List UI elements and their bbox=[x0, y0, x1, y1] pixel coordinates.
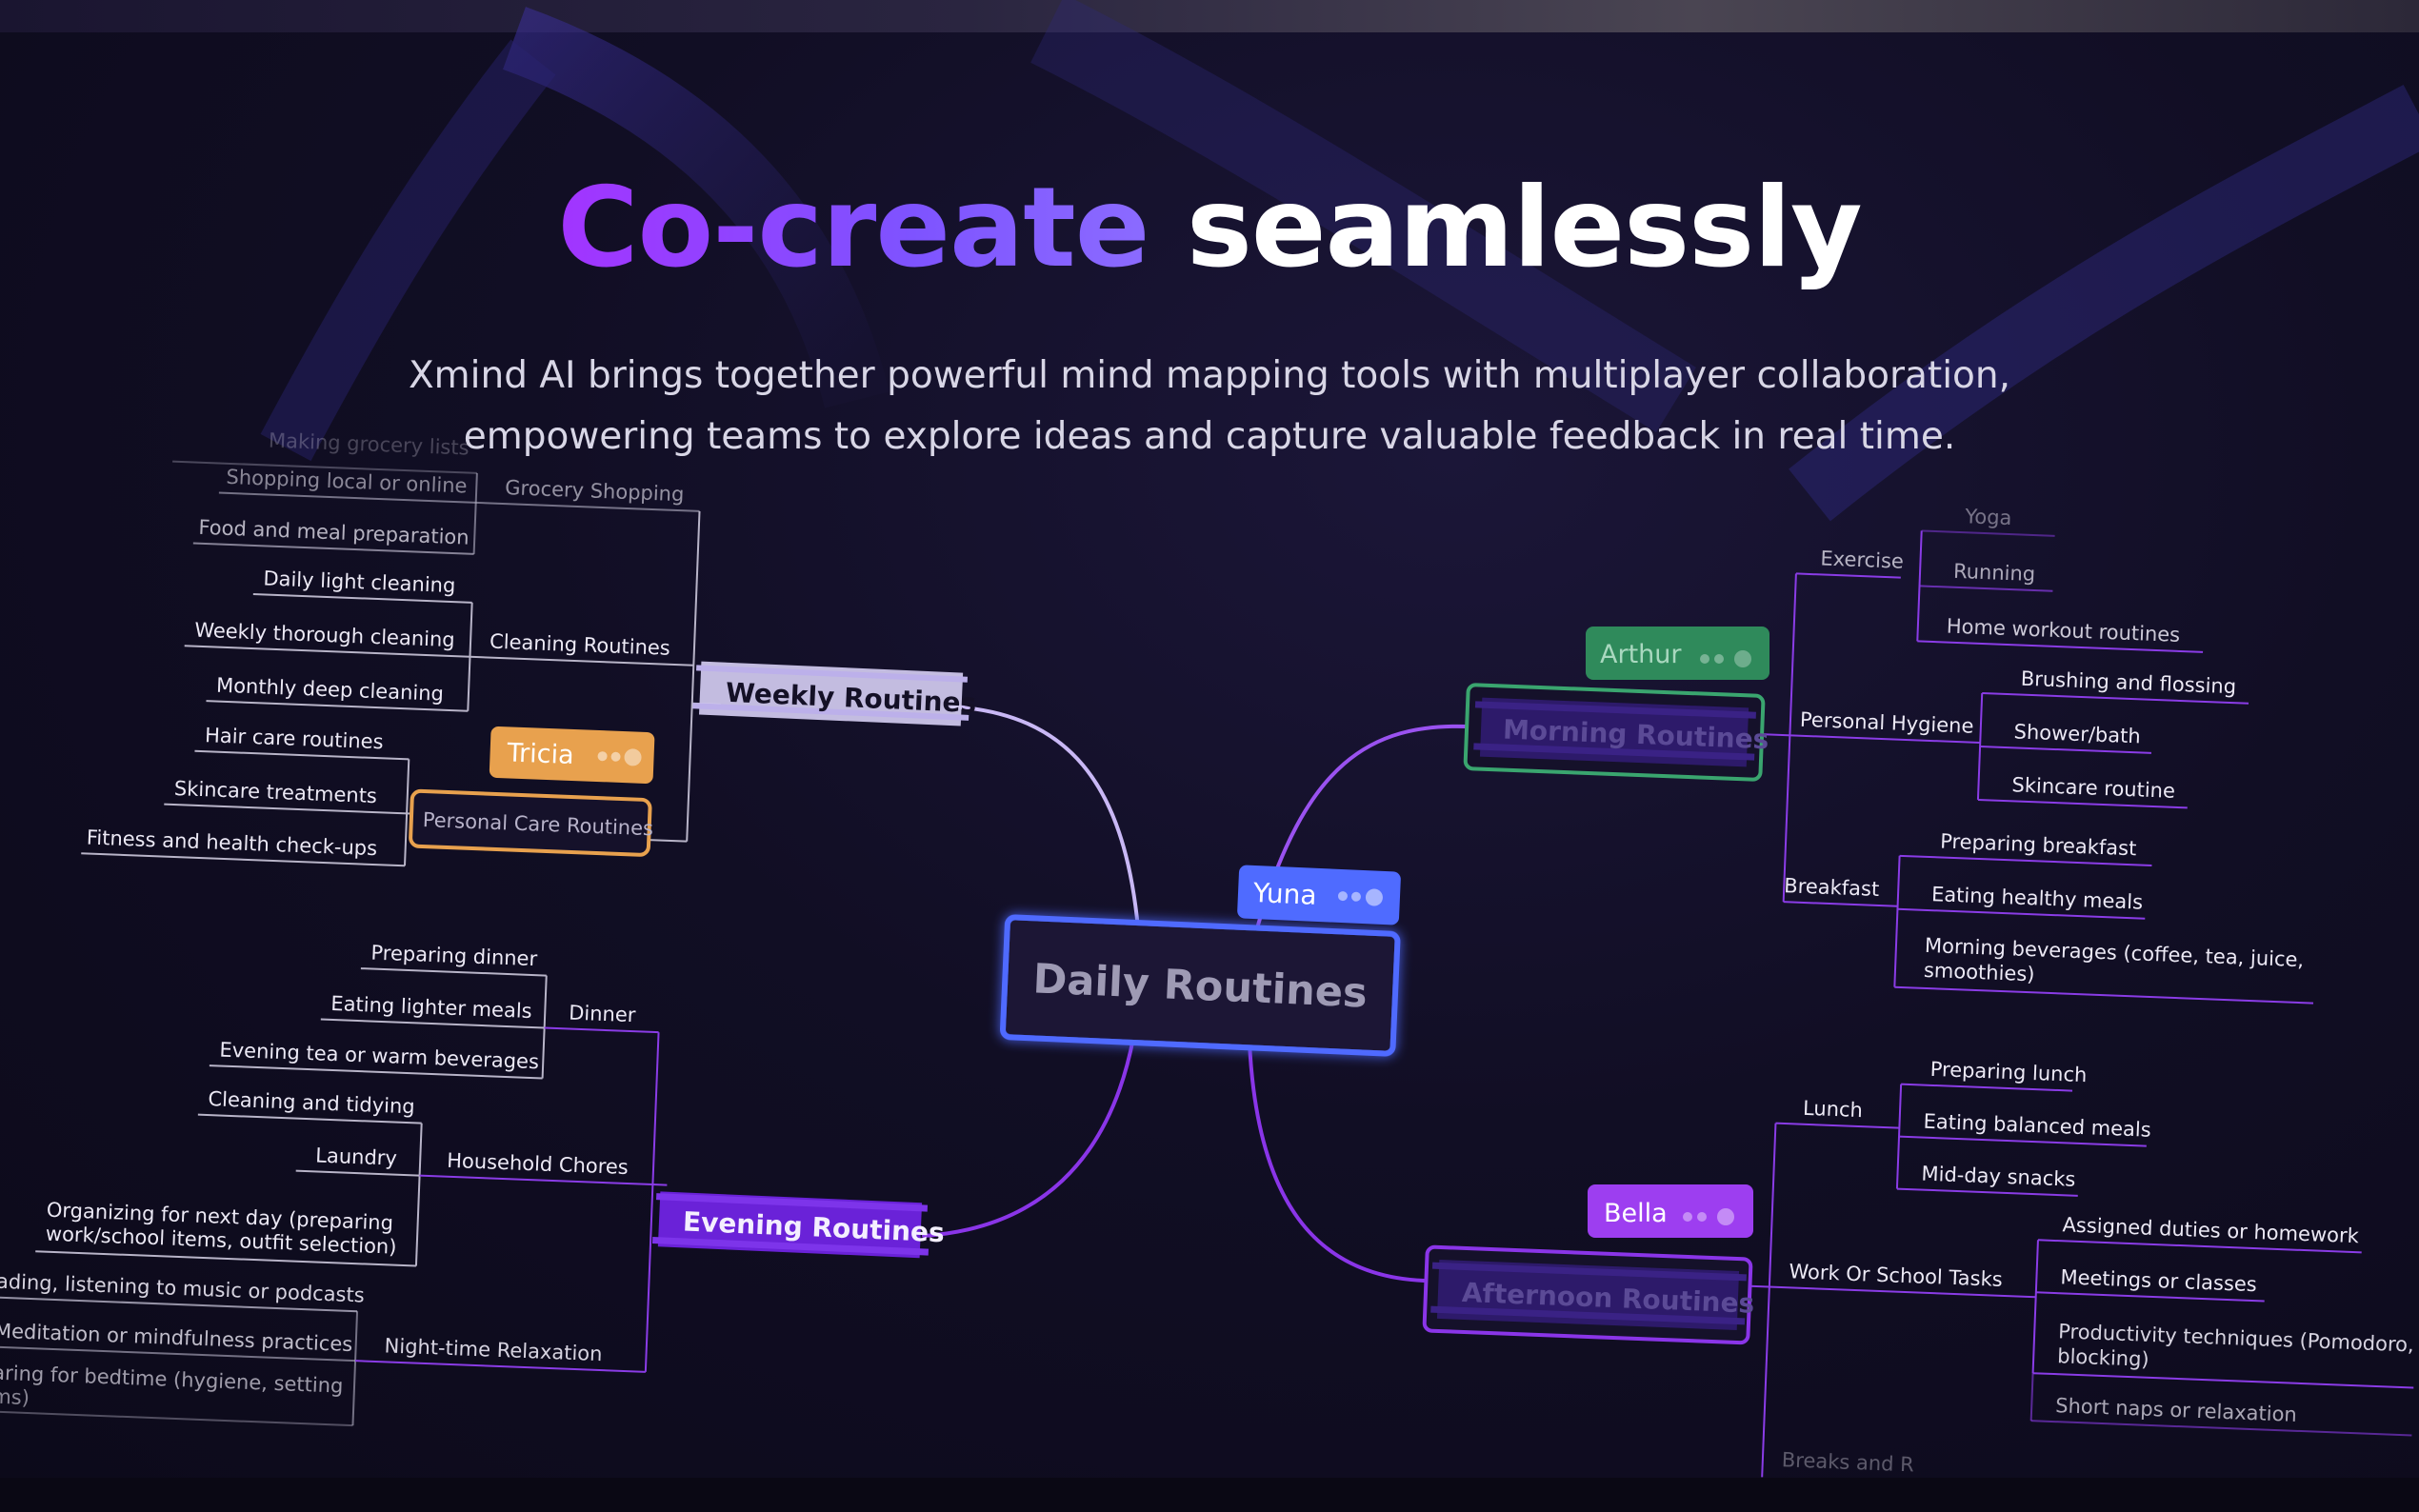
topic-running[interactable]: Running bbox=[1953, 560, 2036, 586]
yuna-dot-3 bbox=[1365, 888, 1383, 906]
personal-care-node-border[interactable] bbox=[409, 788, 652, 857]
hero-title-rest: seamlessly bbox=[1186, 164, 1863, 292]
collaborator-tag-yuna: Yuna bbox=[1237, 865, 1401, 925]
topic-balanced-meals[interactable]: Eating balanced meals bbox=[1923, 1110, 2151, 1142]
topic-healthy-meals[interactable]: Eating healthy meals bbox=[1931, 883, 2144, 914]
arthur-dot-2 bbox=[1714, 654, 1724, 664]
evening-routines-node[interactable]: Evening Routines bbox=[651, 1191, 946, 1259]
collaborator-tag-tricia: Tricia bbox=[489, 726, 655, 784]
topic-breaks[interactable]: Breaks and R bbox=[1781, 1448, 1914, 1476]
topic-beverages-line2[interactable]: smoothies) bbox=[1924, 959, 2035, 985]
bella-dot-2 bbox=[1697, 1212, 1707, 1222]
topic-cleaning-tidying[interactable]: Cleaning and tidying bbox=[208, 1087, 415, 1118]
topic-productivity-line2[interactable]: blocking) bbox=[2057, 1344, 2149, 1371]
weekly-routines-node[interactable]: Weekly Routines bbox=[692, 661, 978, 726]
tricia-dot-1 bbox=[597, 751, 608, 762]
topic-shopping-local[interactable]: Shopping local or online bbox=[226, 466, 468, 498]
topic-grocery-shopping[interactable]: Grocery Shopping bbox=[505, 476, 685, 506]
collaborator-name-tricia: Tricia bbox=[506, 738, 574, 770]
topic-preparing-lunch[interactable]: Preparing lunch bbox=[1929, 1058, 2087, 1086]
morning-branch: Exercise Yoga Running Home workout routi… bbox=[1761, 505, 2314, 1005]
yuna-dot-1 bbox=[1337, 891, 1348, 902]
weekly-branch: Making grocery lists Shopping local or o… bbox=[81, 429, 721, 867]
topic-making-lists[interactable]: Making grocery lists bbox=[269, 429, 470, 460]
bottom-bar bbox=[0, 1478, 2419, 1512]
connector-weekly bbox=[950, 705, 1140, 930]
morning-lines bbox=[1761, 529, 2314, 1005]
topic-brushing[interactable]: Brushing and flossing bbox=[2020, 667, 2236, 699]
collaborator-name-yuna: Yuna bbox=[1251, 877, 1317, 911]
topic-weekly-cleaning[interactable]: Weekly thorough cleaning bbox=[194, 619, 455, 651]
topic-lunch[interactable]: Lunch bbox=[1803, 1097, 1864, 1122]
topic-skincare-treatments[interactable]: Skincare treatments bbox=[173, 777, 377, 807]
collaborator-tag-arthur: Arthur bbox=[1586, 627, 1769, 680]
topic-monthly-cleaning[interactable]: Monthly deep cleaning bbox=[216, 674, 445, 706]
topic-daily-cleaning[interactable]: Daily light cleaning bbox=[263, 567, 456, 597]
topic-short-naps[interactable]: Short naps or relaxation bbox=[2055, 1394, 2297, 1426]
topic-night-relaxation[interactable]: Night-time Relaxation bbox=[384, 1334, 603, 1365]
arthur-dot-1 bbox=[1700, 654, 1709, 664]
afternoon-routines-node[interactable]: Afternoon Routines bbox=[1422, 1244, 1756, 1345]
topic-exercise[interactable]: Exercise bbox=[1820, 547, 1904, 572]
topic-bedtime-line2[interactable]: ms) bbox=[0, 1385, 30, 1410]
topic-hair-care[interactable]: Hair care routines bbox=[205, 724, 384, 753]
topic-skincare-routine[interactable]: Skincare routine bbox=[2011, 773, 2175, 803]
topic-work-school-tasks[interactable]: Work Or School Tasks bbox=[1789, 1260, 2003, 1291]
afternoon-lines bbox=[1749, 1083, 2414, 1478]
afternoon-branch: Lunch Preparing lunch Eating balanced me… bbox=[1749, 1058, 2419, 1478]
hero-title-highlight: Co-create bbox=[557, 164, 1150, 292]
topic-bedtime-line1[interactable]: aring for bedtime (hygiene, setting bbox=[0, 1362, 344, 1398]
evening-branch: Preparing dinner Eating lighter meals Ev… bbox=[0, 942, 668, 1427]
tricia-dot-3 bbox=[624, 748, 642, 766]
collaborator-name-arthur: Arthur bbox=[1600, 640, 1682, 669]
bella-dot-3 bbox=[1717, 1208, 1734, 1225]
topic-reading[interactable]: ading, listening to music or podcasts bbox=[0, 1270, 365, 1307]
connector-afternoon bbox=[1248, 1041, 1426, 1283]
bella-dot-1 bbox=[1683, 1212, 1692, 1222]
collaborator-tag-bella: Bella bbox=[1588, 1184, 1753, 1238]
topic-household-chores[interactable]: Household Chores bbox=[447, 1149, 629, 1179]
topic-preparing-breakfast[interactable]: Preparing breakfast bbox=[1940, 829, 2137, 860]
top-bar bbox=[0, 0, 2419, 32]
central-topic[interactable]: Daily Routines bbox=[1000, 914, 1401, 1057]
hero-title: Co-create seamlessly bbox=[0, 164, 2419, 292]
topic-home-workout[interactable]: Home workout routines bbox=[1946, 615, 2180, 647]
collaborator-name-bella: Bella bbox=[1604, 1199, 1668, 1228]
hero-subtitle-line-2: empowering teams to explore ideas and ca… bbox=[463, 415, 1956, 458]
topic-laundry[interactable]: Laundry bbox=[315, 1144, 397, 1169]
connector-evening bbox=[922, 1036, 1135, 1238]
topic-meetings[interactable]: Meetings or classes bbox=[2060, 1265, 2257, 1296]
hero-subtitle-line-1: Xmind AI brings together powerful mind m… bbox=[408, 354, 2011, 397]
topic-preparing-dinner[interactable]: Preparing dinner bbox=[370, 942, 538, 971]
topic-snacks[interactable]: Mid-day snacks bbox=[1921, 1163, 2076, 1191]
tricia-dot-2 bbox=[610, 751, 621, 762]
topic-yoga[interactable]: Yoga bbox=[1964, 505, 2012, 529]
evening-lines bbox=[0, 967, 668, 1427]
topic-meditation[interactable]: Meditation or mindfulness practices bbox=[0, 1320, 353, 1356]
topic-shower[interactable]: Shower/bath bbox=[2013, 720, 2141, 747]
topic-breakfast[interactable]: Breakfast bbox=[1784, 874, 1880, 901]
topic-cleaning-routines[interactable]: Cleaning Routines bbox=[490, 630, 671, 660]
yuna-dot-2 bbox=[1350, 891, 1361, 902]
arthur-dot-3 bbox=[1734, 650, 1751, 667]
topic-lighter-meals[interactable]: Eating lighter meals bbox=[330, 992, 532, 1023]
morning-routines-node[interactable]: Morning Routines bbox=[1463, 683, 1770, 782]
topic-dinner[interactable]: Dinner bbox=[569, 1002, 636, 1027]
topic-personal-hygiene[interactable]: Personal Hygiene bbox=[1800, 708, 1974, 738]
